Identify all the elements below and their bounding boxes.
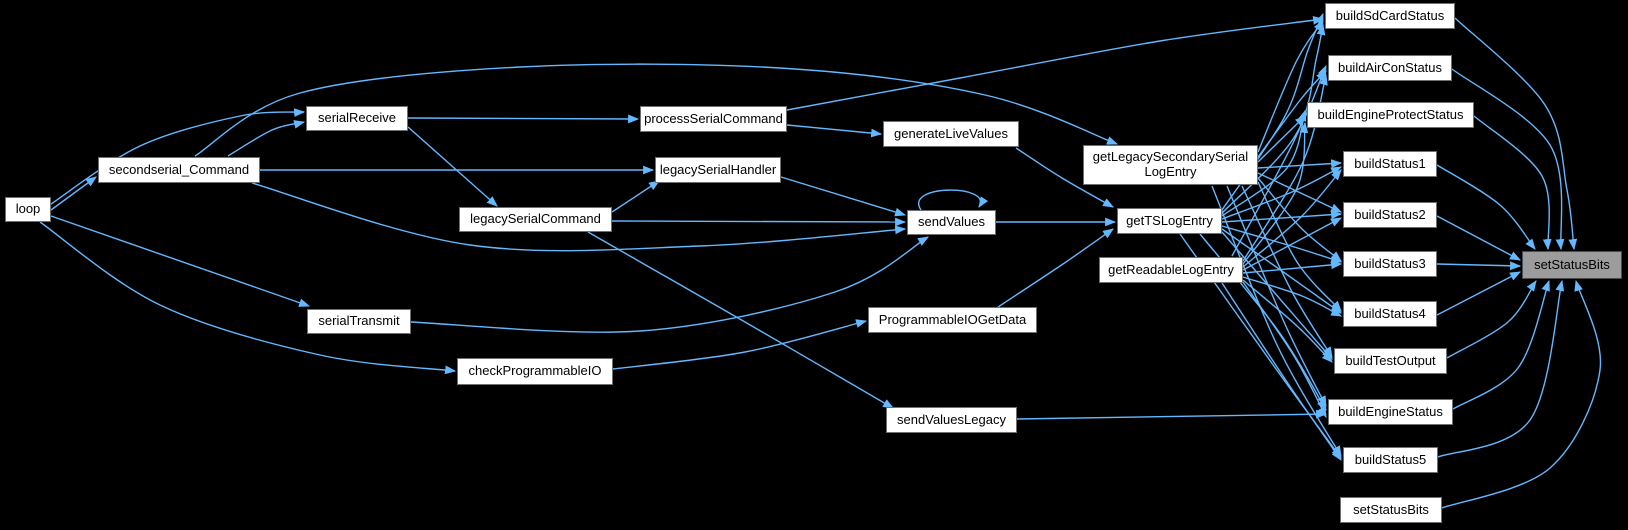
edge-buildEngineStatus--setStatusBits <box>1452 279 1550 410</box>
node-ProgrammableIOGetData[interactable]: ProgrammableIOGetData <box>868 307 1037 333</box>
edge-getLegacySecondarySerialLogEntry--buildStatus1 <box>1257 159 1343 169</box>
node-setStatusBits[interactable]: setStatusBits <box>1522 251 1622 279</box>
edge-getReadableLogEntry--buildStatus4 <box>1242 276 1342 317</box>
edge-setStatusBits2--setStatusBits <box>1441 279 1602 509</box>
edge-buildStatus5--setStatusBits <box>1437 279 1565 458</box>
edge-legacySerialHandler--sendValues <box>780 176 907 217</box>
edge-getReadableLogEntry--buildTestOutput <box>1242 279 1333 363</box>
edge-getLegacySecondarySerialLogEntry--buildEngineProtectStatus <box>1257 115 1306 163</box>
node-buildStatus4[interactable]: buildStatus4 <box>1343 301 1437 327</box>
edge-legacySerialCommand--sendValues <box>611 217 907 227</box>
node-getTSLogEntry[interactable]: getTSLogEntry <box>1117 208 1222 234</box>
edge-legacySerialCommand--sendValuesLegacy <box>587 231 894 409</box>
edge-serialTransmit--sendValues <box>410 236 929 333</box>
edge-buildAirConStatus--setStatusBits <box>1451 68 1565 251</box>
edge-getReadableLogEntry--buildEngineProtectStatus <box>1242 121 1309 265</box>
edge-ProgrammableIOGetData--getTSLogEntry <box>997 228 1114 308</box>
node-secondserial_Command[interactable]: secondserial_Command <box>98 157 260 183</box>
edge-getLegacySecondarySerialLogEntry--buildStatus4 <box>1257 181 1342 312</box>
edge-loop--secondserial_Command <box>50 176 97 211</box>
edge-getReadableLogEntry--buildSdCardStatus <box>1231 23 1326 257</box>
node-loop[interactable]: loop <box>5 197 51 222</box>
node-setStatusBits2[interactable]: setStatusBits <box>1340 497 1442 523</box>
edge-getLegacySecondarySerialLogEntry--buildEngineStatus <box>1226 185 1327 407</box>
node-buildEngineStatus[interactable]: buildEngineStatus <box>1328 399 1453 425</box>
edge-sendValues--sendValues <box>917 189 989 211</box>
node-buildStatus1[interactable]: buildStatus1 <box>1343 151 1437 177</box>
edge-buildStatus2--setStatusBits <box>1436 215 1521 261</box>
node-getReadableLogEntry[interactable]: getReadableLogEntry <box>1099 257 1243 283</box>
node-processSerialCommand[interactable]: processSerialCommand <box>640 106 787 132</box>
edge-buildStatus3--setStatusBits <box>1436 261 1522 271</box>
edge-getTSLogEntry--buildAirConStatus <box>1221 64 1327 214</box>
node-legacySerialCommand[interactable]: legacySerialCommand <box>459 207 612 232</box>
edge-generateLiveValues--getTSLogEntry <box>1015 147 1114 208</box>
edge-getReadableLogEntry--buildStatus2 <box>1242 217 1342 271</box>
node-buildAirConStatus[interactable]: buildAirConStatus <box>1328 55 1452 81</box>
node-buildStatus5[interactable]: buildStatus5 <box>1343 447 1438 473</box>
node-buildTestOutput[interactable]: buildTestOutput <box>1334 348 1447 374</box>
edge-getReadableLogEntry--buildEngineStatus <box>1242 281 1327 418</box>
edge-getTSLogEntry--buildStatus3 <box>1221 225 1343 264</box>
node-generateLiveValues[interactable]: generateLiveValues <box>883 121 1019 147</box>
node-legacySerialHandler[interactable]: legacySerialHandler <box>655 157 781 183</box>
edge-serialReceive--legacySerialCommand <box>407 126 498 207</box>
edge-serialReceive--processSerialCommand <box>407 114 640 124</box>
edge-loop--serialTransmit <box>50 215 311 307</box>
edge-legacySerialCommand--legacySerialHandler <box>611 180 660 213</box>
edge-getReadableLogEntry--buildStatus5 <box>1221 282 1342 461</box>
edge-getLegacySecondarySerialLogEntry--buildStatus2 <box>1257 172 1342 213</box>
node-sendValuesLegacy[interactable]: sendValuesLegacy <box>886 407 1017 433</box>
node-sendValues[interactable]: sendValues <box>907 210 996 235</box>
node-checkProgrammableIO[interactable]: checkProgrammableIO <box>457 358 613 385</box>
edge-getReadableLogEntry--buildStatus3 <box>1242 260 1343 274</box>
edge-buildStatus1--setStatusBits <box>1436 164 1536 250</box>
node-buildSdCardStatus[interactable]: buildSdCardStatus <box>1325 3 1455 29</box>
edge-checkProgrammableIO--ProgrammableIOGetData <box>612 319 868 370</box>
edge-getReadableLogEntry--buildStatus1 <box>1242 169 1342 268</box>
edge-secondserial_Command--getLegacySecondarySerialLogEntry <box>194 63 1119 157</box>
edge-getLegacySecondarySerialLogEntry--buildStatus3 <box>1257 177 1342 262</box>
node-serialReceive[interactable]: serialReceive <box>306 106 408 131</box>
node-buildStatus2[interactable]: buildStatus2 <box>1343 202 1437 228</box>
node-buildEngineProtectStatus[interactable]: buildEngineProtectStatus <box>1307 102 1474 128</box>
edge-secondserial_Command--sendValues <box>251 182 907 252</box>
edge-getTSLogEntry--buildStatus2 <box>1221 210 1343 223</box>
edge-loop--checkProgrammableIO <box>39 221 457 375</box>
node-getLegacySecondarySerialLogEntry[interactable]: getLegacySecondarySerial LogEntry <box>1083 145 1258 185</box>
edge-buildStatus4--setStatusBits <box>1436 271 1521 316</box>
edge-secondserial_Command--serialReceive <box>227 120 306 157</box>
edge-processSerialCommand--generateLiveValues <box>786 124 883 138</box>
edge-buildTestOutput--setStatusBits <box>1446 280 1537 359</box>
node-serialTransmit[interactable]: serialTransmit <box>307 309 411 334</box>
edge-sendValuesLegacy--buildEngineStatus <box>1016 409 1328 420</box>
edge-processSerialCommand--buildSdCardStatus <box>786 15 1325 111</box>
edge-getTSLogEntry--buildStatus4 <box>1221 228 1342 314</box>
node-buildStatus3[interactable]: buildStatus3 <box>1343 251 1437 277</box>
edge-buildEngineProtectStatus--setStatusBits <box>1473 115 1552 251</box>
edge-buildSdCardStatus--setStatusBits <box>1454 17 1578 251</box>
edge-getTSLogEntry--buildStatus1 <box>1221 166 1342 220</box>
